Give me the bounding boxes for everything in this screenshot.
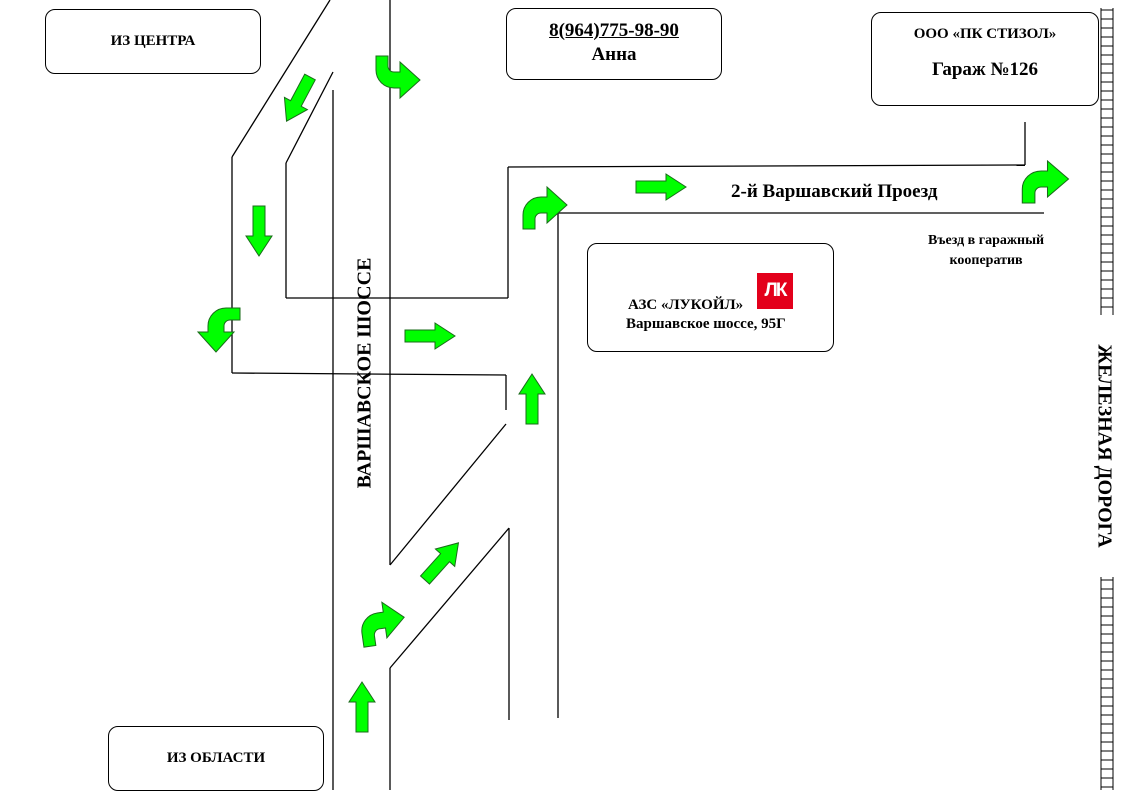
route-arrows — [197, 55, 1070, 733]
curved-arrow-icon — [522, 186, 568, 230]
curved-arrow-icon — [1021, 160, 1070, 204]
contact-box: 8(964)775-98-90 Анна — [506, 8, 722, 80]
railway-label: ЖЕЛЕЗНАЯ ДОРОГА — [1093, 344, 1116, 548]
curved-arrow-icon — [197, 307, 241, 353]
gas-station-address: Варшавское шоссе, 95Г — [626, 316, 786, 332]
company-name: ООО «ПК СТИЗОЛ» — [913, 26, 1057, 42]
arrow-icon — [518, 373, 546, 425]
entrance-line-2: кооператив — [949, 253, 1023, 268]
arrow-icon — [348, 681, 376, 733]
entrance-label: Въезд в гаражный кооператив — [928, 231, 1044, 271]
arrow-icon — [635, 173, 687, 201]
from-region-label: ИЗ ОБЛАСТИ — [166, 750, 266, 766]
highway-label: ВАРШАВСКОЕ ШОССЕ — [353, 257, 376, 489]
street-label: 2-й Варшавский Проезд — [731, 181, 938, 202]
railway-track — [1100, 8, 1114, 790]
from-center-label: ИЗ ЦЕНТРА — [110, 33, 196, 49]
lukoil-logo: ЛК — [757, 273, 793, 309]
gas-station-box: АЗС «ЛУКОЙЛ» ЛК Варшавское шоссе, 95Г — [587, 243, 834, 352]
arrow-icon — [245, 205, 273, 257]
arrow-icon — [274, 70, 322, 128]
garage-number: Гараж №126 — [931, 59, 1039, 80]
contact-name: Анна — [591, 44, 637, 65]
phone-number: 8(964)775-98-90 — [549, 20, 679, 41]
lukoil-logo-text: ЛК — [764, 280, 788, 301]
arrow-icon — [414, 533, 469, 590]
entrance-line-1: Въезд в гаражный — [928, 233, 1045, 248]
gas-station-name: АЗС «ЛУКОЙЛ» — [628, 297, 744, 313]
road-lines — [231, 0, 1044, 790]
company-box: ООО «ПК СТИЗОЛ» Гараж №126 — [871, 12, 1099, 106]
curved-arrow-icon — [357, 598, 409, 648]
arrow-icon — [404, 322, 456, 350]
from-center-box: ИЗ ЦЕНТРА — [45, 9, 261, 74]
from-region-box: ИЗ ОБЛАСТИ — [108, 726, 324, 791]
curved-arrow-icon — [375, 55, 421, 99]
